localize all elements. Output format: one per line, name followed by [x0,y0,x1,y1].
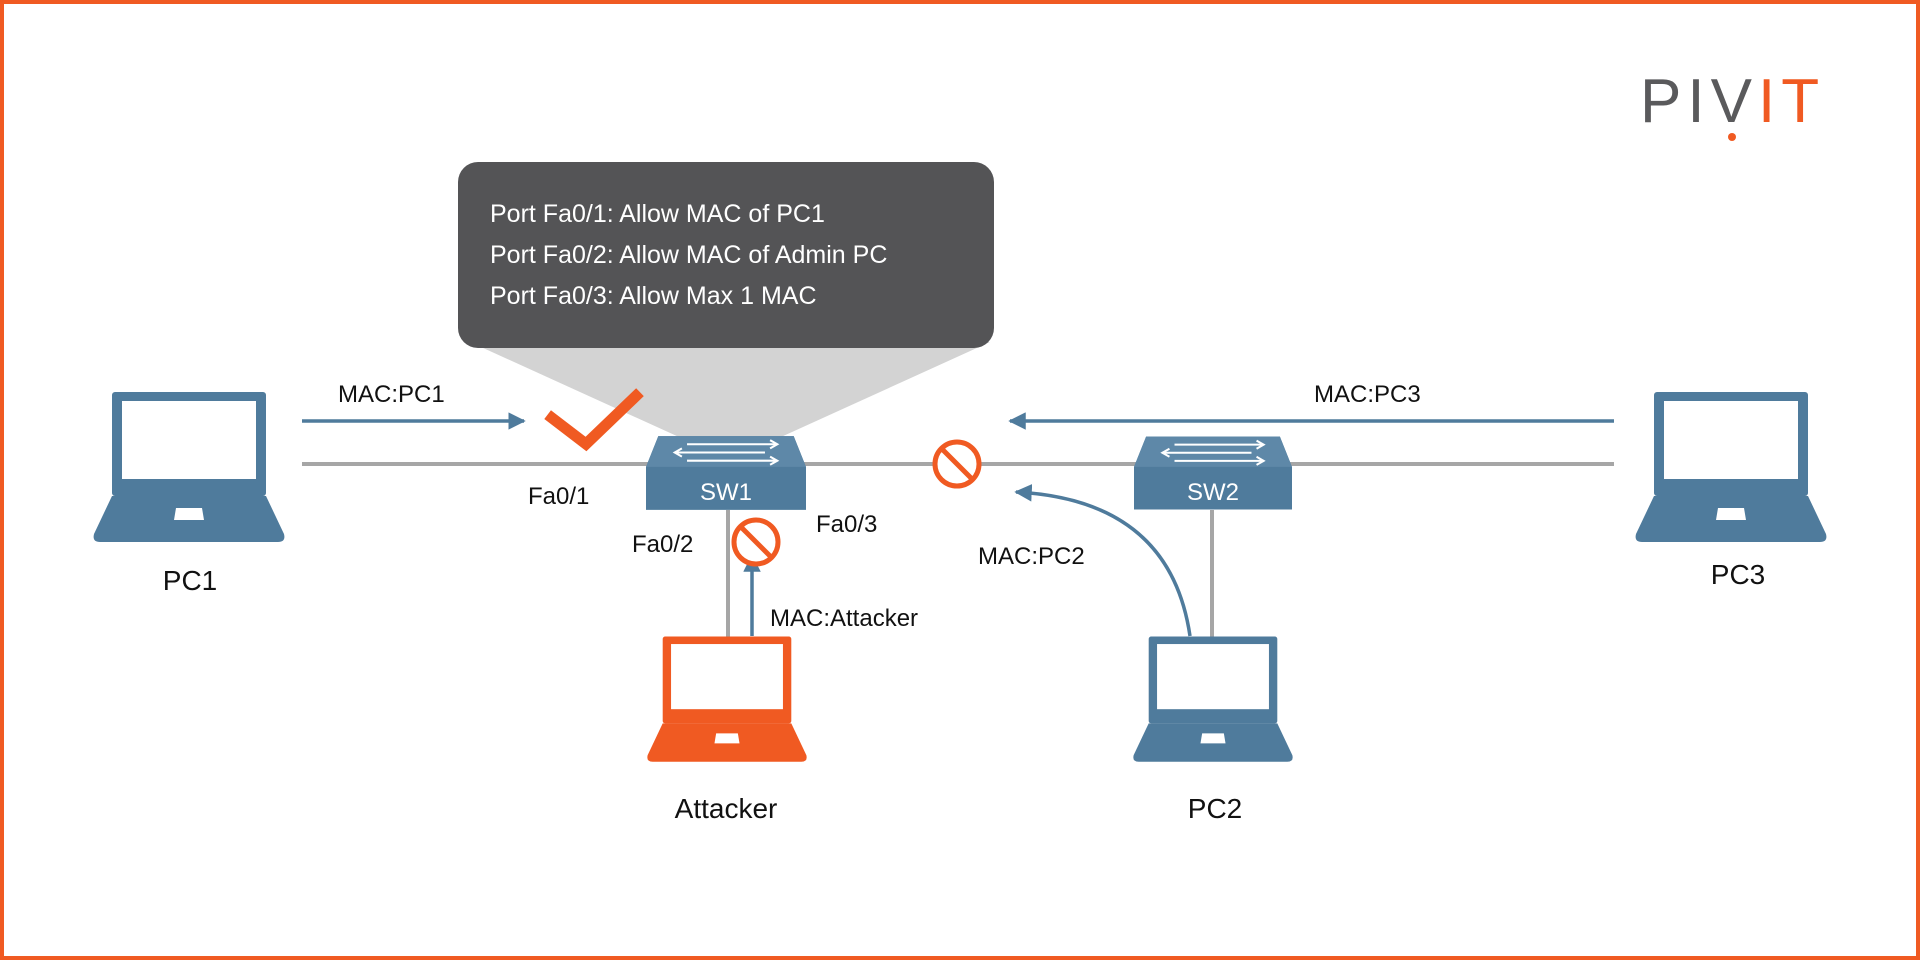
attacker-label: Attacker [675,793,778,824]
policy-line-fa0-3: Port Fa0/3: Allow Max 1 MAC [490,282,817,310]
arrow-frame-pc2 [1014,484,1192,637]
port-label-fa0-3: Fa0/3 [816,511,877,538]
prohibited-icon [734,520,778,564]
pc3-label: PC3 [1711,559,1765,590]
port-label-fa0-1: Fa0/1 [528,483,589,510]
laptop-icon [1133,636,1293,762]
laptop-icon [93,392,285,542]
frame-label-pc1: MAC:PC1 [338,381,445,408]
pivit-logo: PIV IT [1640,67,1825,141]
sw1-label: SW1 [700,479,752,506]
frame-label-pc2: MAC:PC2 [978,543,1085,570]
logo-dot [1728,133,1736,141]
pc1-label: PC1 [163,565,217,596]
port-security-policy-box: Port Fa0/1: Allow MAC of PC1 Port Fa0/2:… [458,162,994,348]
sw2-label: SW2 [1187,479,1239,506]
frame-label-attacker: MAC:Attacker [770,605,918,632]
policy-callout-pointer [470,342,990,442]
laptop-icon [1635,392,1827,542]
pc2-label: PC2 [1188,793,1242,824]
logo-text-right: IT [1758,67,1825,136]
prohibited-icon [935,442,979,486]
logo-text-left: PIV [1640,67,1758,136]
checkmark-icon [544,388,644,452]
policy-line-fa0-1: Port Fa0/1: Allow MAC of PC1 [490,200,825,228]
port-label-fa0-2: Fa0/2 [632,531,693,558]
laptop-icon [647,636,807,762]
policy-line-fa0-2: Port Fa0/2: Allow MAC of Admin PC [490,241,887,269]
frame-label-pc3: MAC:PC3 [1314,381,1421,408]
